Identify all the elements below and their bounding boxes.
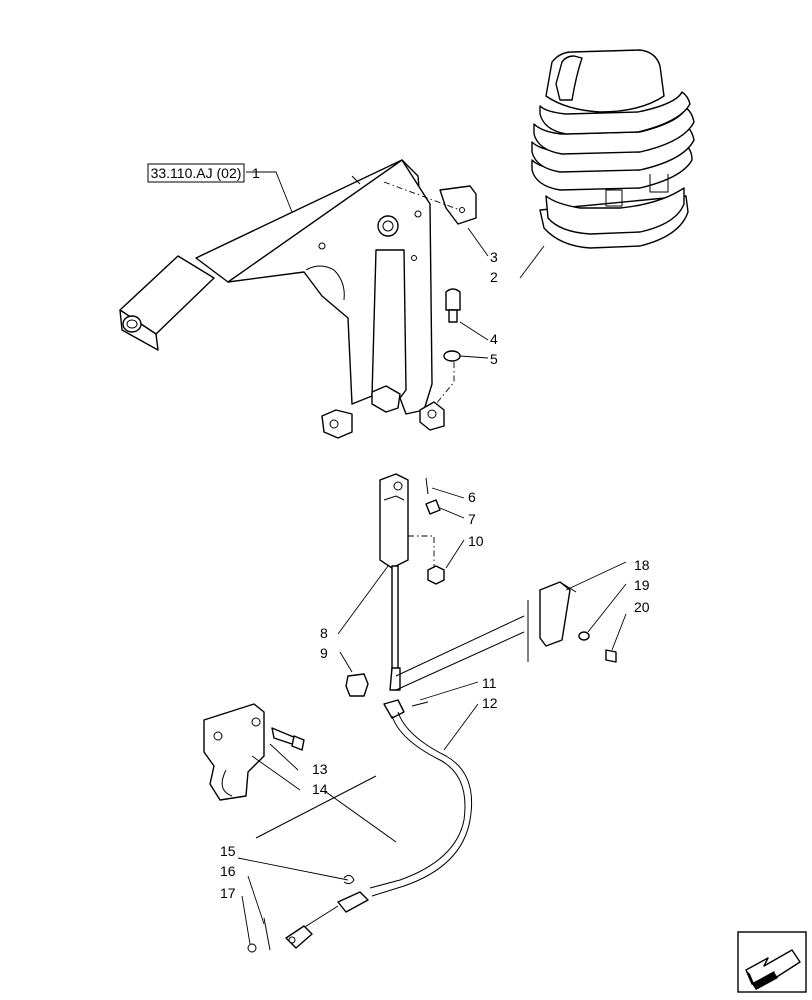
mounting-screw: [605, 649, 617, 663]
arrow-bottom-left-icon[interactable]: [737, 931, 807, 993]
cotter-pin: [425, 477, 429, 495]
callout-17: 17: [220, 885, 236, 901]
washer: [443, 350, 461, 362]
callout-1: 1: [252, 165, 260, 181]
boot-gaiter: [531, 49, 695, 249]
screw: [411, 701, 429, 707]
small-bracket: [439, 185, 477, 225]
callout-5: 5: [490, 351, 498, 367]
callout-11: 11: [482, 675, 497, 691]
callout-8: 8: [320, 625, 328, 641]
callout-18: 18: [634, 557, 650, 573]
callout-4: 4: [490, 331, 498, 347]
cable-clevis: [379, 473, 409, 691]
callout-10: 10: [468, 533, 484, 549]
callout-12: 12: [482, 695, 498, 711]
hex-nut: [427, 565, 445, 585]
svg-text:33.110.AJ (02): 33.110.AJ (02): [151, 165, 242, 181]
callout-3: 3: [490, 249, 498, 265]
retaining-clip: [343, 874, 355, 885]
callout-15: 15: [220, 843, 236, 859]
bolt: [445, 288, 461, 323]
callout-9: 9: [320, 645, 328, 661]
callout-16: 16: [220, 863, 236, 879]
angle-bracket: [539, 581, 577, 647]
callout-13: 13: [312, 761, 328, 777]
callout-14: 14: [312, 781, 328, 797]
callout-6: 6: [468, 489, 476, 505]
callout-7: 7: [468, 511, 476, 527]
brake-cable: [285, 699, 473, 949]
grommet: [345, 673, 369, 697]
callout-2: 2: [490, 269, 498, 285]
reference-link[interactable]: 33.110.AJ (02): [147, 163, 245, 183]
callout-19: 19: [634, 577, 650, 593]
callout-20: 20: [634, 599, 650, 615]
small-pin: [247, 943, 257, 953]
handbrake-lever: [119, 159, 445, 439]
hook-bracket: [203, 703, 265, 801]
washer-small: [578, 631, 590, 641]
clevis-pin: [425, 499, 441, 515]
split-pin: [263, 917, 271, 951]
